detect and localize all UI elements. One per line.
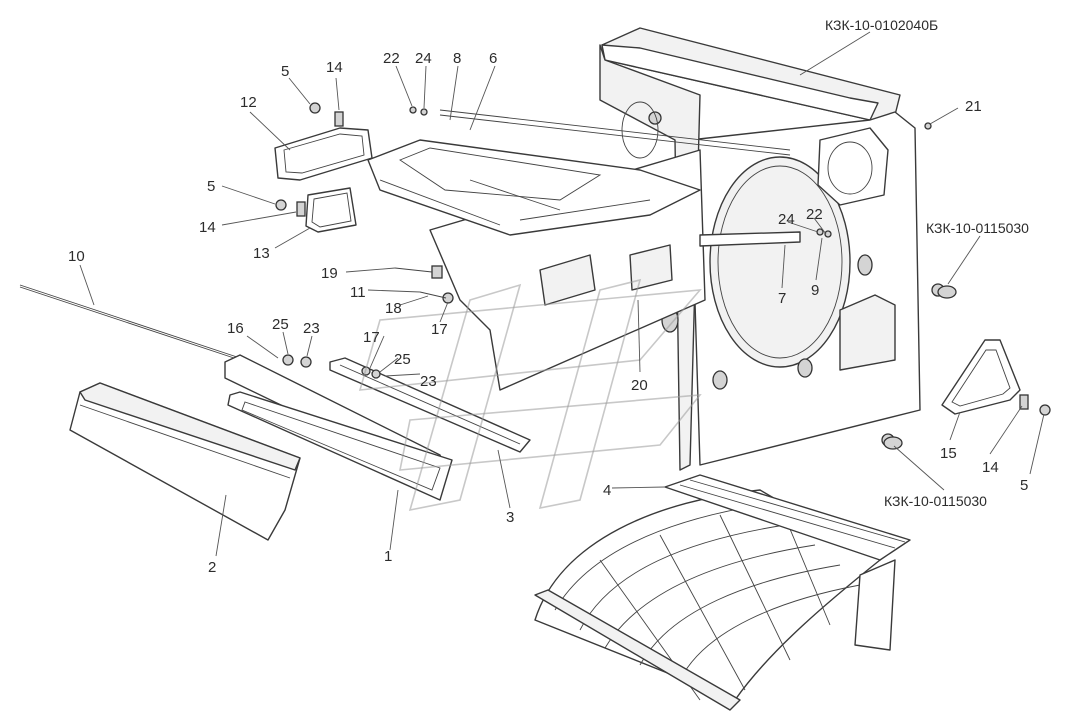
callout-10: 10 (68, 248, 85, 265)
callout-16: 16 (227, 320, 244, 337)
callout-14: 14 (982, 459, 999, 476)
concave-grate (534, 474, 911, 711)
callout-25: 25 (394, 351, 411, 368)
callout-24: 24 (778, 211, 795, 228)
callout-14: 14 (199, 219, 216, 236)
inspection-door (227, 391, 453, 501)
label-part-upper: КЗК-10-0115030 (926, 220, 1029, 236)
callout-24: 24 (415, 50, 432, 67)
callout-19: 19 (321, 265, 338, 282)
callout-5: 5 (1020, 477, 1028, 494)
callout-21: 21 (965, 98, 982, 115)
callout-9: 9 (811, 282, 819, 299)
label-assembly-main: КЗК-10-0102040Б (825, 17, 938, 33)
guard-shield (69, 382, 301, 541)
callout-23: 23 (420, 373, 437, 390)
callout-3: 3 (506, 509, 514, 526)
leader-lines (79, 31, 1045, 557)
callout-2: 2 (208, 559, 216, 576)
callout-15: 15 (940, 445, 957, 462)
callout-5: 5 (281, 63, 289, 80)
callout-14: 14 (326, 59, 343, 76)
callout-12: 12 (240, 94, 257, 111)
side-strip (699, 231, 801, 247)
hardware (275, 102, 1051, 450)
callout-4: 4 (603, 482, 611, 499)
watermark (358, 278, 702, 512)
callout-11: 11 (350, 284, 366, 301)
callout-22: 22 (806, 206, 823, 223)
callout-17: 17 (431, 321, 448, 338)
callout-20: 20 (631, 377, 648, 394)
callout-22: 22 (383, 50, 400, 67)
gasket-12 (274, 127, 373, 181)
callout-25: 25 (272, 316, 289, 333)
housing-assembly (429, 27, 921, 471)
gasket-15 (941, 339, 1021, 415)
callout-8: 8 (453, 50, 461, 67)
callout-6: 6 (489, 50, 497, 67)
callout-18: 18 (385, 300, 402, 317)
top-frame (367, 109, 791, 236)
callout-1: 1 (384, 548, 392, 565)
gasket-13 (305, 187, 357, 233)
callout-13: 13 (253, 245, 270, 262)
label-part-lower: КЗК-10-0115030 (884, 493, 987, 509)
callout-5: 5 (207, 178, 215, 195)
callout-17: 17 (363, 329, 380, 346)
callout-labels: КЗК-10-0102040Б КЗК-10-0115030 КЗК-10-01… (68, 17, 1029, 576)
callout-23: 23 (303, 320, 320, 337)
callout-7: 7 (778, 290, 786, 307)
tie-rod (19, 284, 241, 361)
